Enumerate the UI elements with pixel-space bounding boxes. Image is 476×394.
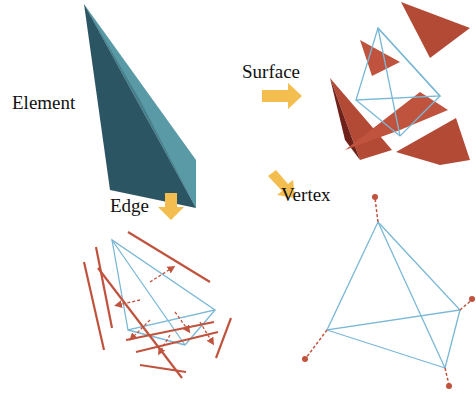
- part-label: Edge: [110, 196, 149, 215]
- tetrahedron-element: [84, 4, 196, 208]
- part-label: Surface: [242, 62, 300, 81]
- process-arrows: [158, 83, 302, 220]
- part-label: Vertex: [281, 185, 331, 204]
- edge-decomposition: [84, 232, 231, 378]
- vertex-decomposition: [302, 194, 475, 389]
- part-label: Element: [12, 93, 75, 112]
- surface-decomposition: [330, 2, 470, 165]
